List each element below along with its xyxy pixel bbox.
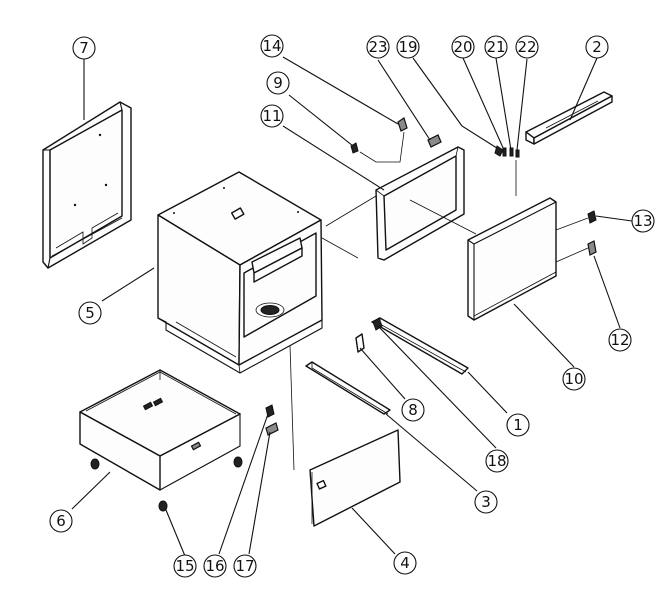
svg-text:14: 14	[262, 37, 281, 55]
callout-5: 5	[78, 301, 102, 325]
callout-22: 22	[515, 35, 539, 59]
svg-text:3: 3	[481, 493, 491, 511]
svg-text:21: 21	[486, 38, 505, 56]
svg-text:15: 15	[175, 557, 194, 575]
part-7-back-panel	[42, 101, 132, 269]
callout-11: 11	[260, 104, 284, 128]
callout-12: 12	[608, 328, 632, 352]
part-4-bottom-cover-panel	[309, 429, 401, 527]
callout-4: 4	[393, 551, 417, 575]
svg-text:13: 13	[633, 212, 652, 230]
part-17-bracket-plate	[265, 422, 279, 436]
callout-23: 23	[366, 35, 390, 59]
callout-13: 13	[631, 209, 655, 233]
part-11-door-frame	[375, 146, 465, 261]
part-5-cabinet-body	[157, 171, 323, 374]
svg-text:7: 7	[79, 39, 89, 57]
svg-text:23: 23	[368, 38, 387, 56]
svg-text:16: 16	[205, 557, 224, 575]
callout-2: 2	[585, 35, 609, 59]
part-19-rod	[461, 125, 504, 157]
svg-text:10: 10	[564, 370, 583, 388]
part-14-latch	[397, 117, 408, 132]
part-15-feet	[90, 456, 243, 512]
callout-15: 15	[173, 554, 197, 578]
svg-text:2: 2	[592, 38, 602, 56]
callout-7: 7	[72, 36, 96, 60]
svg-text:19: 19	[398, 38, 417, 56]
part-13-upper-hinge	[587, 210, 597, 224]
part-12-lower-hinge	[587, 240, 597, 256]
callout-16: 16	[203, 554, 227, 578]
svg-text:8: 8	[408, 401, 418, 419]
svg-text:20: 20	[453, 38, 472, 56]
assembly-lines	[289, 131, 589, 471]
svg-text:22: 22	[517, 38, 536, 56]
svg-text:11: 11	[262, 107, 281, 125]
callout-14: 14	[260, 34, 284, 58]
callout-19: 19	[396, 35, 420, 59]
svg-text:1: 1	[513, 416, 523, 434]
svg-text:9: 9	[273, 74, 283, 92]
part-9-clip	[350, 142, 359, 154]
svg-text:12: 12	[610, 331, 629, 349]
callout-20: 20	[451, 35, 475, 59]
callout-8: 8	[401, 398, 425, 422]
svg-text:17: 17	[235, 557, 254, 575]
callout-21: 21	[484, 35, 508, 59]
callout-3: 3	[474, 490, 498, 514]
svg-text:5: 5	[85, 304, 95, 322]
svg-text:4: 4	[400, 554, 410, 572]
part-1-lower-right-rail	[371, 317, 469, 375]
svg-text:18: 18	[487, 452, 506, 470]
svg-text:6: 6	[56, 512, 66, 530]
part-10-door-panel	[467, 197, 557, 321]
callout-6: 6	[49, 509, 73, 533]
part-18-rail-end-bracket	[372, 317, 383, 331]
part-2-top-rail	[525, 91, 613, 145]
callout-18: 18	[485, 449, 509, 473]
part-8-small-bracket	[355, 333, 365, 353]
part-3-lower-left-rail	[305, 361, 391, 415]
callout-10: 10	[562, 367, 586, 391]
part-23-catch-block	[427, 134, 442, 148]
leader-lines	[71, 56, 633, 557]
callout-1: 1	[506, 413, 530, 437]
part-6-base-drawer-tray	[79, 369, 241, 491]
callout-17: 17	[233, 554, 257, 578]
callout-9: 9	[266, 71, 290, 95]
